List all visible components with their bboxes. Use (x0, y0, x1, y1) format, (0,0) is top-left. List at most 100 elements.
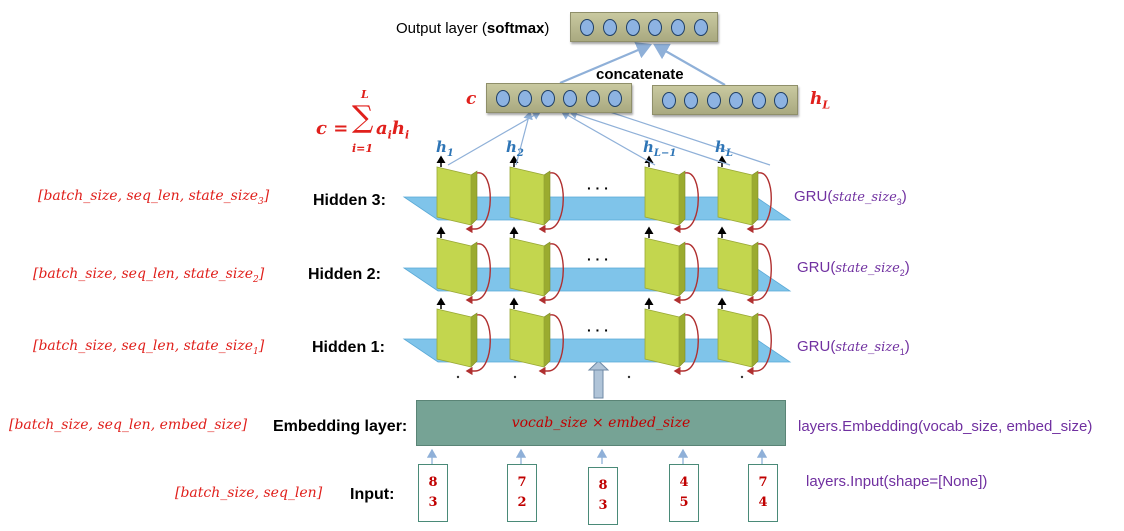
hidden2-cell-1 (436, 237, 472, 297)
hidden2-plane (402, 267, 792, 292)
hidden3-cell-3 (644, 166, 680, 226)
final-hidden-symbol-sub: L (822, 98, 831, 112)
output-node (694, 18, 709, 36)
hidden1-cell-loop-3 (673, 314, 699, 376)
embedding-layer-box: vocab_size × embed_size (416, 400, 786, 446)
embedding-api: layers.Embedding(vocab_size, embed_size) (798, 418, 1093, 435)
embedding-shape: [batch_size, seq_len, embed_size] (9, 417, 248, 433)
formula-lower: i=1 (352, 142, 374, 155)
context-node (608, 89, 623, 107)
formula-upper: L (361, 88, 369, 101)
hidden3-cell-side-2 (543, 170, 551, 226)
final-hidden-node (661, 91, 676, 109)
output-label-prefix: Output layer ( (396, 20, 487, 37)
output-node (671, 18, 686, 36)
attention-arrow-4 (568, 109, 731, 166)
hidden3-cell-loop-3 (673, 172, 699, 234)
context-symbol: c (466, 89, 477, 109)
context-node (540, 89, 555, 107)
formula-sum-sign: ∑ (352, 100, 374, 135)
hidden1-cell-1 (436, 308, 472, 368)
hidden3-shape: [batch_size, seq_len, state_size3] (38, 188, 270, 207)
embedding-up-arrow-head (587, 360, 610, 371)
formula-h: h (391, 118, 405, 139)
output-label-softmax: softmax (486, 20, 545, 37)
hidden3-cell-1 (436, 166, 472, 226)
hidden1-plane (402, 338, 792, 363)
hidden3-plane (402, 196, 792, 221)
ellipsis-hidden1: · · · (587, 322, 609, 338)
context-node (585, 89, 600, 107)
output-node (602, 18, 617, 36)
output-label-suffix: ) (544, 20, 550, 37)
hidden1-cell-2 (509, 308, 545, 368)
final-hidden-symbol-h: h (810, 89, 823, 109)
concat-arrow-right (653, 43, 726, 86)
hidden2-cell-4 (717, 237, 753, 297)
concat-arrow-left (559, 42, 653, 85)
dot-marker-3 (627, 375, 631, 379)
output-layer-vector (570, 12, 718, 42)
output-node (579, 18, 594, 36)
concatenate-label: concatenate (596, 66, 684, 83)
hidden2-gru: GRU(state_size2) (797, 259, 910, 278)
final-state-line (609, 111, 771, 166)
final-hidden-node (684, 91, 699, 109)
hidden2-cell-side-1 (470, 241, 478, 297)
formula-h-sub: i (404, 128, 410, 142)
hidden-label-h2: h2 (506, 138, 524, 159)
hidden2-label: Hidden 2: (308, 266, 381, 283)
attention-arrow-3 (560, 111, 656, 166)
final-hidden-symbol: hL (810, 89, 830, 111)
dot-marker-2 (513, 375, 517, 379)
hidden3-cell-loop-4 (746, 172, 772, 234)
final-hidden-vector (652, 85, 798, 115)
hidden2-cell-loop-3 (673, 243, 699, 305)
hidden-label-hL: hL (715, 138, 733, 159)
hidden2-cell-loop-2 (538, 243, 564, 305)
hidden3-label: Hidden 3: (313, 192, 386, 209)
hidden1-gru: GRU(state_size1) (797, 338, 910, 357)
ellipsis-hidden2: · · · (587, 251, 609, 267)
ellipsis-hidden3: · · · (587, 180, 609, 196)
hidden1-cell-loop-4 (746, 314, 772, 376)
hidden1-cell-side-1 (470, 312, 478, 368)
input-shape: [batch_size, seq_len] (175, 485, 323, 501)
final-hidden-node (729, 91, 744, 109)
formula-body: aihi (376, 118, 409, 142)
hidden1-cell-side-4 (751, 312, 759, 368)
hidden3-gru: GRU(state_size3) (794, 188, 907, 207)
hidden1-cell-4 (717, 308, 753, 368)
hidden1-cell-3 (644, 308, 680, 368)
output-layer-label: Output layer (softmax) (396, 20, 549, 37)
hidden2-cell-3 (644, 237, 680, 297)
hidden2-cell-side-2 (543, 241, 551, 297)
dot-marker-1 (456, 375, 460, 379)
embedding-label: Embedding layer: (273, 418, 408, 435)
context-node (495, 89, 510, 107)
output-node (648, 18, 663, 36)
hidden1-cell-side-2 (543, 312, 551, 368)
hidden1-cell-loop-1 (465, 314, 491, 376)
embedding-matrix-label: vocab_size × embed_size (511, 415, 691, 431)
context-vector (486, 83, 632, 113)
hidden3-cell-4 (717, 166, 753, 226)
hidden3-cell-side-4 (751, 170, 759, 226)
hidden3-cell-side-3 (678, 170, 686, 226)
hidden2-cell-2 (509, 237, 545, 297)
hidden1-shape: [batch_size, seq_len, state_size1] (33, 338, 265, 357)
hidden3-cell-loop-1 (465, 172, 491, 234)
dot-marker-4 (740, 375, 744, 379)
hidden2-cell-loop-1 (465, 243, 491, 305)
context-node (518, 89, 533, 107)
attention-arrow-2 (515, 110, 533, 166)
formula-a-sub: i (387, 128, 392, 142)
output-node (625, 18, 640, 36)
hidden2-shape: [batch_size, seq_len, state_size2] (33, 266, 265, 285)
hidden1-label: Hidden 1: (312, 339, 385, 356)
